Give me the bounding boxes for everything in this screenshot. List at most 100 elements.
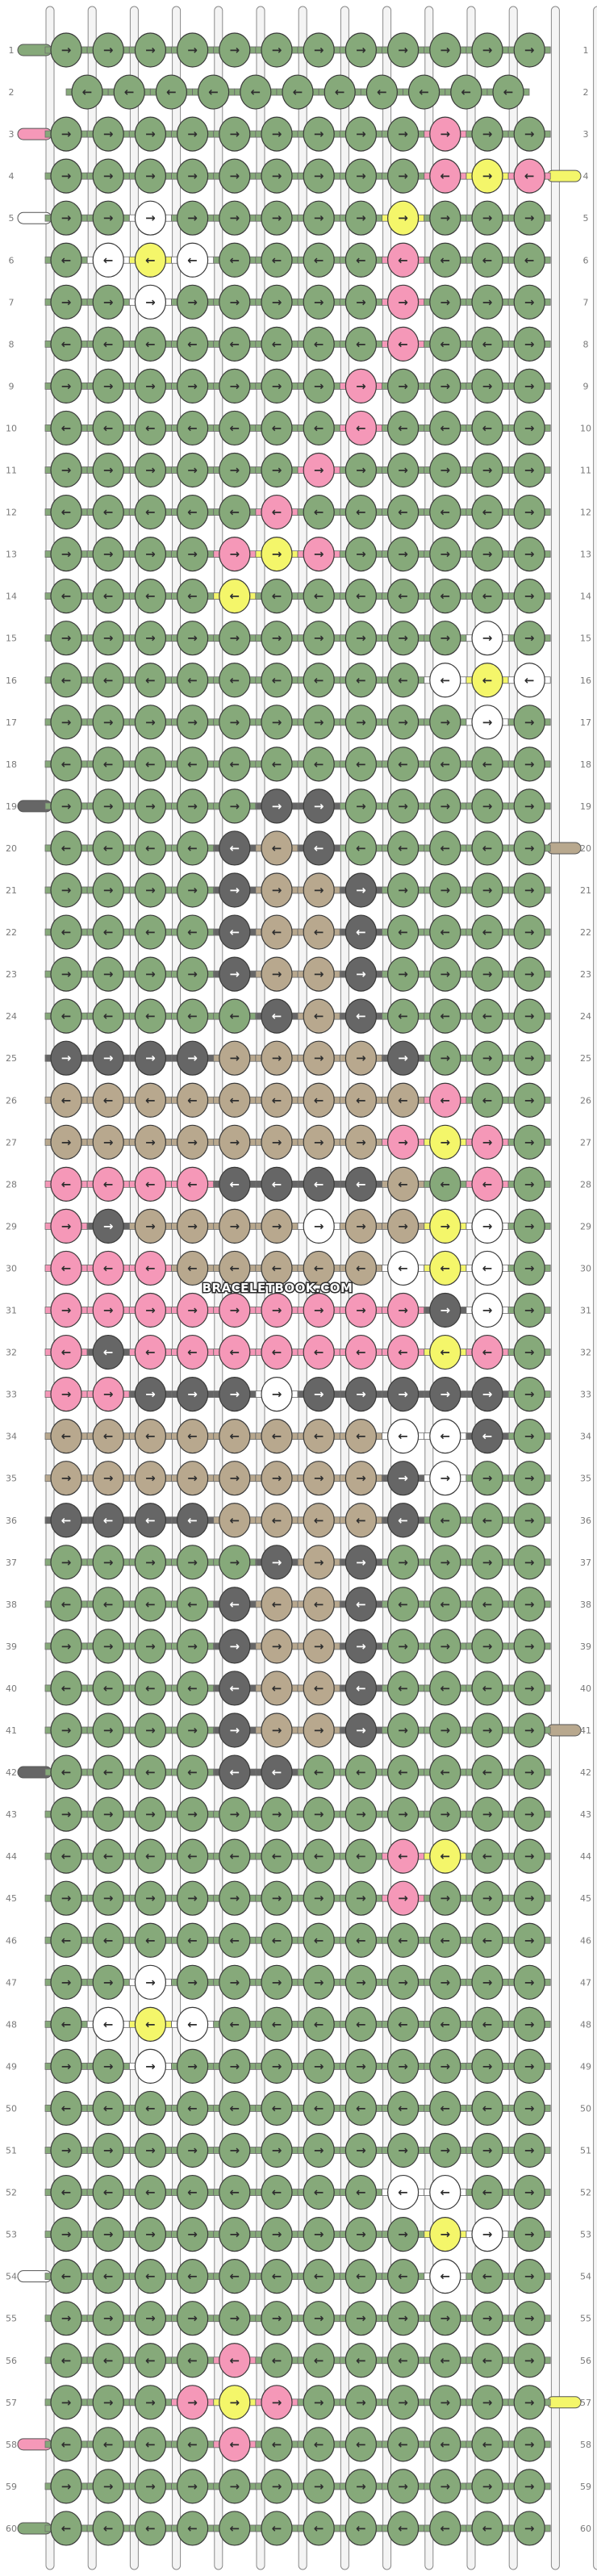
string-3 [129, 6, 139, 2570]
knot: → [255, 788, 298, 824]
arrow-left-icon: ← [187, 1093, 198, 1107]
knot: ← [465, 242, 509, 278]
arrow-right-icon: → [145, 2059, 156, 2073]
arrow-right-icon: → [187, 1135, 198, 1149]
knot: → [465, 368, 509, 404]
arrow-left-icon: ← [356, 1597, 366, 1612]
string-columns [45, 6, 597, 2570]
arrow-left-icon: ← [356, 2269, 366, 2284]
arrow-left-icon: ← [61, 2101, 72, 2115]
arrow-right-icon: → [103, 1639, 114, 1654]
knot: → [128, 1292, 172, 1328]
knot: → [297, 788, 340, 824]
arrow-right-icon: → [187, 967, 198, 981]
knot: → [128, 2132, 172, 2168]
knot: ← [382, 2343, 425, 2378]
arrow-right-icon: → [187, 127, 198, 141]
knot-grid: →→→→→→→→→→→→←←←←←←←←←←←→→→→→→→→→→→→→→→→→… [44, 32, 551, 2546]
arrow-right-icon: → [61, 2311, 72, 2326]
arrow-left-icon: ← [272, 1597, 282, 1612]
knot: → [507, 998, 551, 1034]
arrow-right-icon: → [272, 463, 282, 478]
knot: ← [171, 1250, 215, 1286]
arrow-left-icon: ← [230, 2437, 240, 2452]
knot: ← [424, 1334, 467, 1370]
arrow-right-icon: → [398, 211, 408, 225]
arrow-right-icon: → [272, 1555, 282, 1570]
knot: → [86, 2385, 130, 2420]
arrow-left-icon: ← [230, 505, 240, 520]
arrow-left-icon: ← [272, 1849, 282, 1863]
arrow-left-icon: ← [440, 1681, 451, 1696]
knot: ← [171, 1922, 215, 1958]
knot: ← [44, 1587, 88, 1622]
knot: → [507, 788, 551, 824]
arrow-right-icon: → [524, 1681, 535, 1696]
arrow-right-icon: → [482, 1303, 493, 1318]
knot: ← [171, 2427, 215, 2462]
string-2 [87, 6, 97, 2570]
arrow-right-icon: → [272, 1219, 282, 1233]
knot: ← [465, 2427, 509, 2462]
arrow-right-icon: → [482, 1471, 493, 1486]
knot: ← [445, 74, 488, 110]
knot: → [128, 1880, 172, 1916]
arrow-right-icon: → [524, 1261, 535, 1275]
knot: ← [465, 410, 509, 446]
arrow-right-icon: → [145, 799, 156, 813]
arrow-right-icon: → [103, 2395, 114, 2410]
arrow-left-icon: ← [440, 253, 451, 267]
arrow-left-icon: ← [419, 85, 429, 99]
row-number-right: 37 [580, 1558, 591, 1568]
knot: → [339, 1880, 382, 1916]
knot: ← [465, 914, 509, 950]
knot: → [339, 956, 382, 992]
arrow-right-icon: → [356, 1639, 366, 1654]
knot: ← [297, 1334, 340, 1370]
arrow-right-icon: → [187, 1891, 198, 1905]
arrow-left-icon: ← [61, 2437, 72, 2452]
knot: → [128, 872, 172, 908]
arrow-right-icon: → [314, 2143, 324, 2158]
knot: → [382, 1376, 425, 1412]
knot: → [171, 1124, 215, 1160]
arrow-left-icon: ← [314, 2521, 324, 2536]
knot: ← [465, 2006, 509, 2042]
arrow-right-icon: → [356, 295, 366, 309]
arrow-left-icon: ← [398, 2353, 408, 2368]
arrow-left-icon: ← [440, 1933, 451, 1947]
arrow-right-icon: → [61, 1135, 72, 1149]
arrow-left-icon: ← [230, 1681, 240, 1696]
arrow-left-icon: ← [440, 1177, 451, 1191]
row-number-left: 5 [9, 213, 15, 224]
knot: → [339, 368, 382, 404]
arrow-left-icon: ← [314, 1261, 324, 1275]
row-number-left: 22 [6, 927, 17, 938]
arrow-right-icon: → [230, 1135, 240, 1149]
knot: → [128, 2385, 172, 2420]
knot: → [213, 368, 257, 404]
arrow-right-icon: → [356, 127, 366, 141]
arrow-right-icon: → [61, 967, 72, 981]
arrow-left-icon: ← [398, 1009, 408, 1023]
knot: ← [424, 1503, 467, 1538]
knot: ← [128, 914, 172, 950]
arrow-right-icon: → [61, 43, 72, 57]
arrow-right-icon: → [398, 2227, 408, 2242]
arrow-right-icon: → [524, 2521, 535, 2536]
row-number-right: 54 [580, 2272, 591, 2282]
knot: → [465, 705, 509, 740]
knot: ← [382, 1166, 425, 1202]
knot: → [255, 2048, 298, 2084]
knot: ← [171, 746, 215, 782]
row-number-left: 54 [6, 2272, 17, 2282]
arrow-right-icon: → [398, 1555, 408, 1570]
knot: → [465, 32, 509, 68]
arrow-left-icon: ← [103, 2353, 114, 2368]
knot: ← [171, 830, 215, 866]
arrow-right-icon: → [524, 2353, 535, 2368]
knot: → [213, 2048, 257, 2084]
knot: → [507, 1754, 551, 1790]
arrow-right-icon: → [524, 2101, 535, 2115]
knot: → [382, 2469, 425, 2504]
